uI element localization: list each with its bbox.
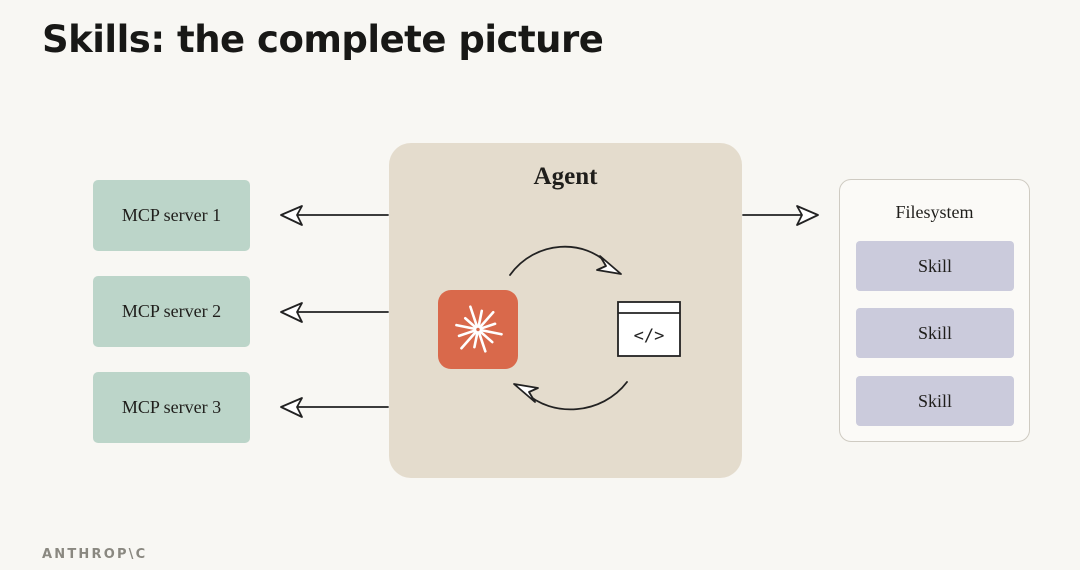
- page-title: Skills: the complete picture: [42, 18, 604, 61]
- filesystem-label: Filesystem: [895, 202, 974, 222]
- mcp-server-2-box: MCP server 2: [93, 276, 250, 347]
- skill-label-2: Skill: [917, 322, 952, 343]
- mcp-server-1-box: MCP server 1: [93, 180, 250, 251]
- mcp-server-3-box: MCP server 3: [93, 372, 250, 443]
- arrow-to-mcp-server-1: [280, 205, 389, 226]
- arrow-to-mcp-server-2: [280, 302, 389, 323]
- skill-box-3: Skill: [856, 376, 1014, 426]
- agent-label: Agent: [533, 163, 598, 190]
- loop-arrow-bottom: [513, 381, 628, 411]
- mcp-server-1-label: MCP server 1: [121, 205, 222, 225]
- mcp-server-3-label: MCP server 3: [121, 397, 222, 417]
- claude-starburst-icon: [438, 290, 518, 369]
- code-window-icon: </>: [617, 301, 681, 357]
- skill-box-1: Skill: [856, 241, 1014, 291]
- filesystem-box: Filesystem Skill Skill Skill: [839, 179, 1030, 442]
- arrow-to-filesystem: [742, 205, 819, 226]
- anthropic-logo: ANTHROP\C: [42, 547, 148, 562]
- skill-box-2: Skill: [856, 308, 1014, 358]
- mcp-server-2-label: MCP server 2: [121, 301, 222, 321]
- code-glyph: </>: [634, 326, 665, 346]
- skill-label-1: Skill: [917, 255, 952, 276]
- arrow-to-mcp-server-3: [280, 397, 389, 418]
- loop-arrow-top: [509, 245, 622, 276]
- skill-label-3: Skill: [917, 390, 952, 411]
